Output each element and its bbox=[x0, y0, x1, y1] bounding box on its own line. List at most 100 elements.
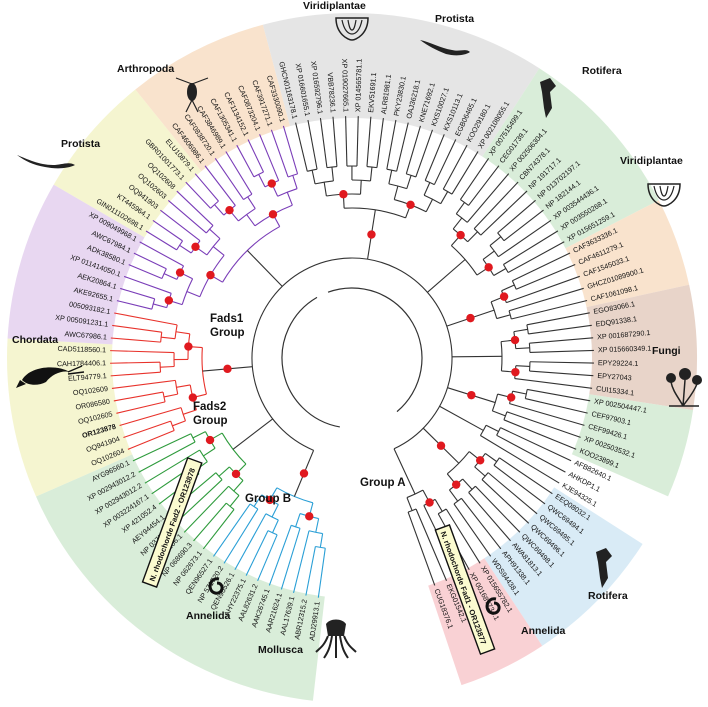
branch-segment bbox=[247, 196, 256, 209]
branch-segment bbox=[511, 299, 588, 320]
leaf-label: XP 014565781.1 bbox=[353, 59, 363, 113]
branch-segment bbox=[214, 158, 244, 200]
branch-segment bbox=[415, 129, 433, 178]
branch-segment bbox=[473, 181, 519, 229]
branch-arc bbox=[508, 310, 512, 320]
bootstrap-node bbox=[466, 313, 475, 323]
branch-segment bbox=[185, 181, 211, 209]
bootstrap-node bbox=[451, 480, 461, 489]
branch-segment bbox=[485, 424, 499, 433]
bootstrap-node bbox=[164, 296, 174, 305]
clade-background-sectors bbox=[6, 12, 697, 701]
diatom-icon-right bbox=[647, 183, 681, 207]
branch-segment bbox=[451, 151, 479, 195]
leaf-label: AWC67986.1 bbox=[64, 329, 107, 341]
branch-segment bbox=[405, 125, 421, 174]
taxon-rotifera-top: Rotifera bbox=[582, 65, 622, 77]
branch-arc bbox=[407, 508, 417, 513]
worm-icon-left bbox=[208, 577, 224, 595]
branch-segment bbox=[331, 166, 334, 182]
branch-segment bbox=[138, 441, 196, 473]
branch-arc bbox=[176, 240, 183, 251]
branch-segment bbox=[393, 448, 416, 495]
branch-segment bbox=[218, 466, 230, 477]
branch-segment bbox=[186, 290, 201, 298]
branch-segment bbox=[305, 546, 316, 596]
taxon-arthropoda: Arthropoda bbox=[117, 63, 174, 75]
branch-arc bbox=[251, 257, 453, 451]
worm-icon-right bbox=[485, 597, 501, 615]
branch-segment bbox=[116, 300, 153, 310]
branch-segment bbox=[209, 228, 221, 240]
branch-segment bbox=[163, 393, 178, 398]
sector-orange bbox=[565, 200, 690, 308]
sector-grey bbox=[262, 12, 540, 157]
branch-arc bbox=[190, 433, 196, 443]
bootstrap-node bbox=[305, 512, 314, 521]
branch-segment bbox=[236, 144, 255, 178]
branch-segment bbox=[110, 371, 161, 377]
branch-segment bbox=[508, 287, 584, 312]
branch-arc bbox=[450, 245, 478, 276]
branch-segment bbox=[272, 519, 279, 534]
taxon-annelida-left: Annelida bbox=[186, 610, 230, 622]
branch-arc bbox=[161, 268, 167, 279]
sector-yellow bbox=[53, 89, 202, 238]
branch-segment bbox=[332, 116, 338, 167]
branch-segment bbox=[475, 485, 521, 533]
taxon-viridiplantae-right: Viridiplantae bbox=[620, 155, 683, 167]
branch-segment bbox=[369, 166, 373, 182]
branch-segment bbox=[246, 250, 283, 287]
branch-segment bbox=[500, 427, 572, 462]
bootstrap-node bbox=[267, 179, 276, 188]
branch-arc bbox=[151, 298, 156, 310]
branch-arc bbox=[351, 179, 371, 182]
branch-segment bbox=[393, 185, 399, 200]
taxon-chordata: Chordata bbox=[12, 334, 58, 346]
branch-segment bbox=[203, 447, 216, 457]
bootstrap-node bbox=[184, 342, 193, 351]
taxon-protista-top: Protista bbox=[435, 13, 474, 25]
branch-segment bbox=[492, 410, 506, 417]
bootstrap-node bbox=[265, 495, 275, 505]
branch-segment bbox=[128, 264, 163, 280]
taxon-protista-left: Protista bbox=[61, 138, 100, 150]
branch-arc bbox=[221, 432, 247, 465]
sector-orange bbox=[135, 24, 290, 172]
branch-segment bbox=[512, 252, 571, 282]
branch-segment bbox=[498, 219, 552, 258]
fads2-line1: Fads2 bbox=[193, 401, 226, 413]
branch-segment bbox=[271, 504, 279, 518]
branch-arc bbox=[327, 287, 423, 413]
branch-segment bbox=[319, 533, 324, 548]
branch-arc bbox=[281, 296, 340, 428]
branch-arc bbox=[291, 524, 301, 529]
branch-segment bbox=[425, 199, 434, 212]
branch-segment bbox=[139, 241, 184, 267]
branch-segment bbox=[113, 391, 164, 402]
branch-arc bbox=[468, 485, 476, 493]
bootstrap-node bbox=[425, 498, 434, 507]
branch-segment bbox=[529, 349, 594, 354]
branch-arc bbox=[455, 213, 468, 223]
branch-segment bbox=[232, 418, 274, 450]
branch-segment bbox=[442, 144, 468, 190]
leaf-label: XP 019027665.1 bbox=[340, 59, 350, 113]
branch-segment bbox=[474, 466, 486, 477]
branch-segment bbox=[319, 117, 328, 168]
branch-segment bbox=[246, 214, 256, 227]
branch-segment bbox=[515, 347, 530, 350]
branch-segment bbox=[286, 191, 293, 206]
sector-green bbox=[36, 454, 325, 701]
branch-segment bbox=[467, 231, 478, 243]
branch-segment bbox=[452, 217, 463, 230]
branch-segment bbox=[507, 241, 565, 273]
bootstrap-node bbox=[268, 210, 278, 219]
branch-segment bbox=[133, 252, 167, 270]
branch-segment bbox=[280, 528, 301, 590]
branch-segment bbox=[461, 498, 502, 550]
branch-segment bbox=[499, 457, 553, 495]
branch-segment bbox=[176, 384, 191, 388]
branch-arc bbox=[473, 228, 482, 236]
leaf-label: CAH1784406.1 bbox=[57, 358, 106, 368]
